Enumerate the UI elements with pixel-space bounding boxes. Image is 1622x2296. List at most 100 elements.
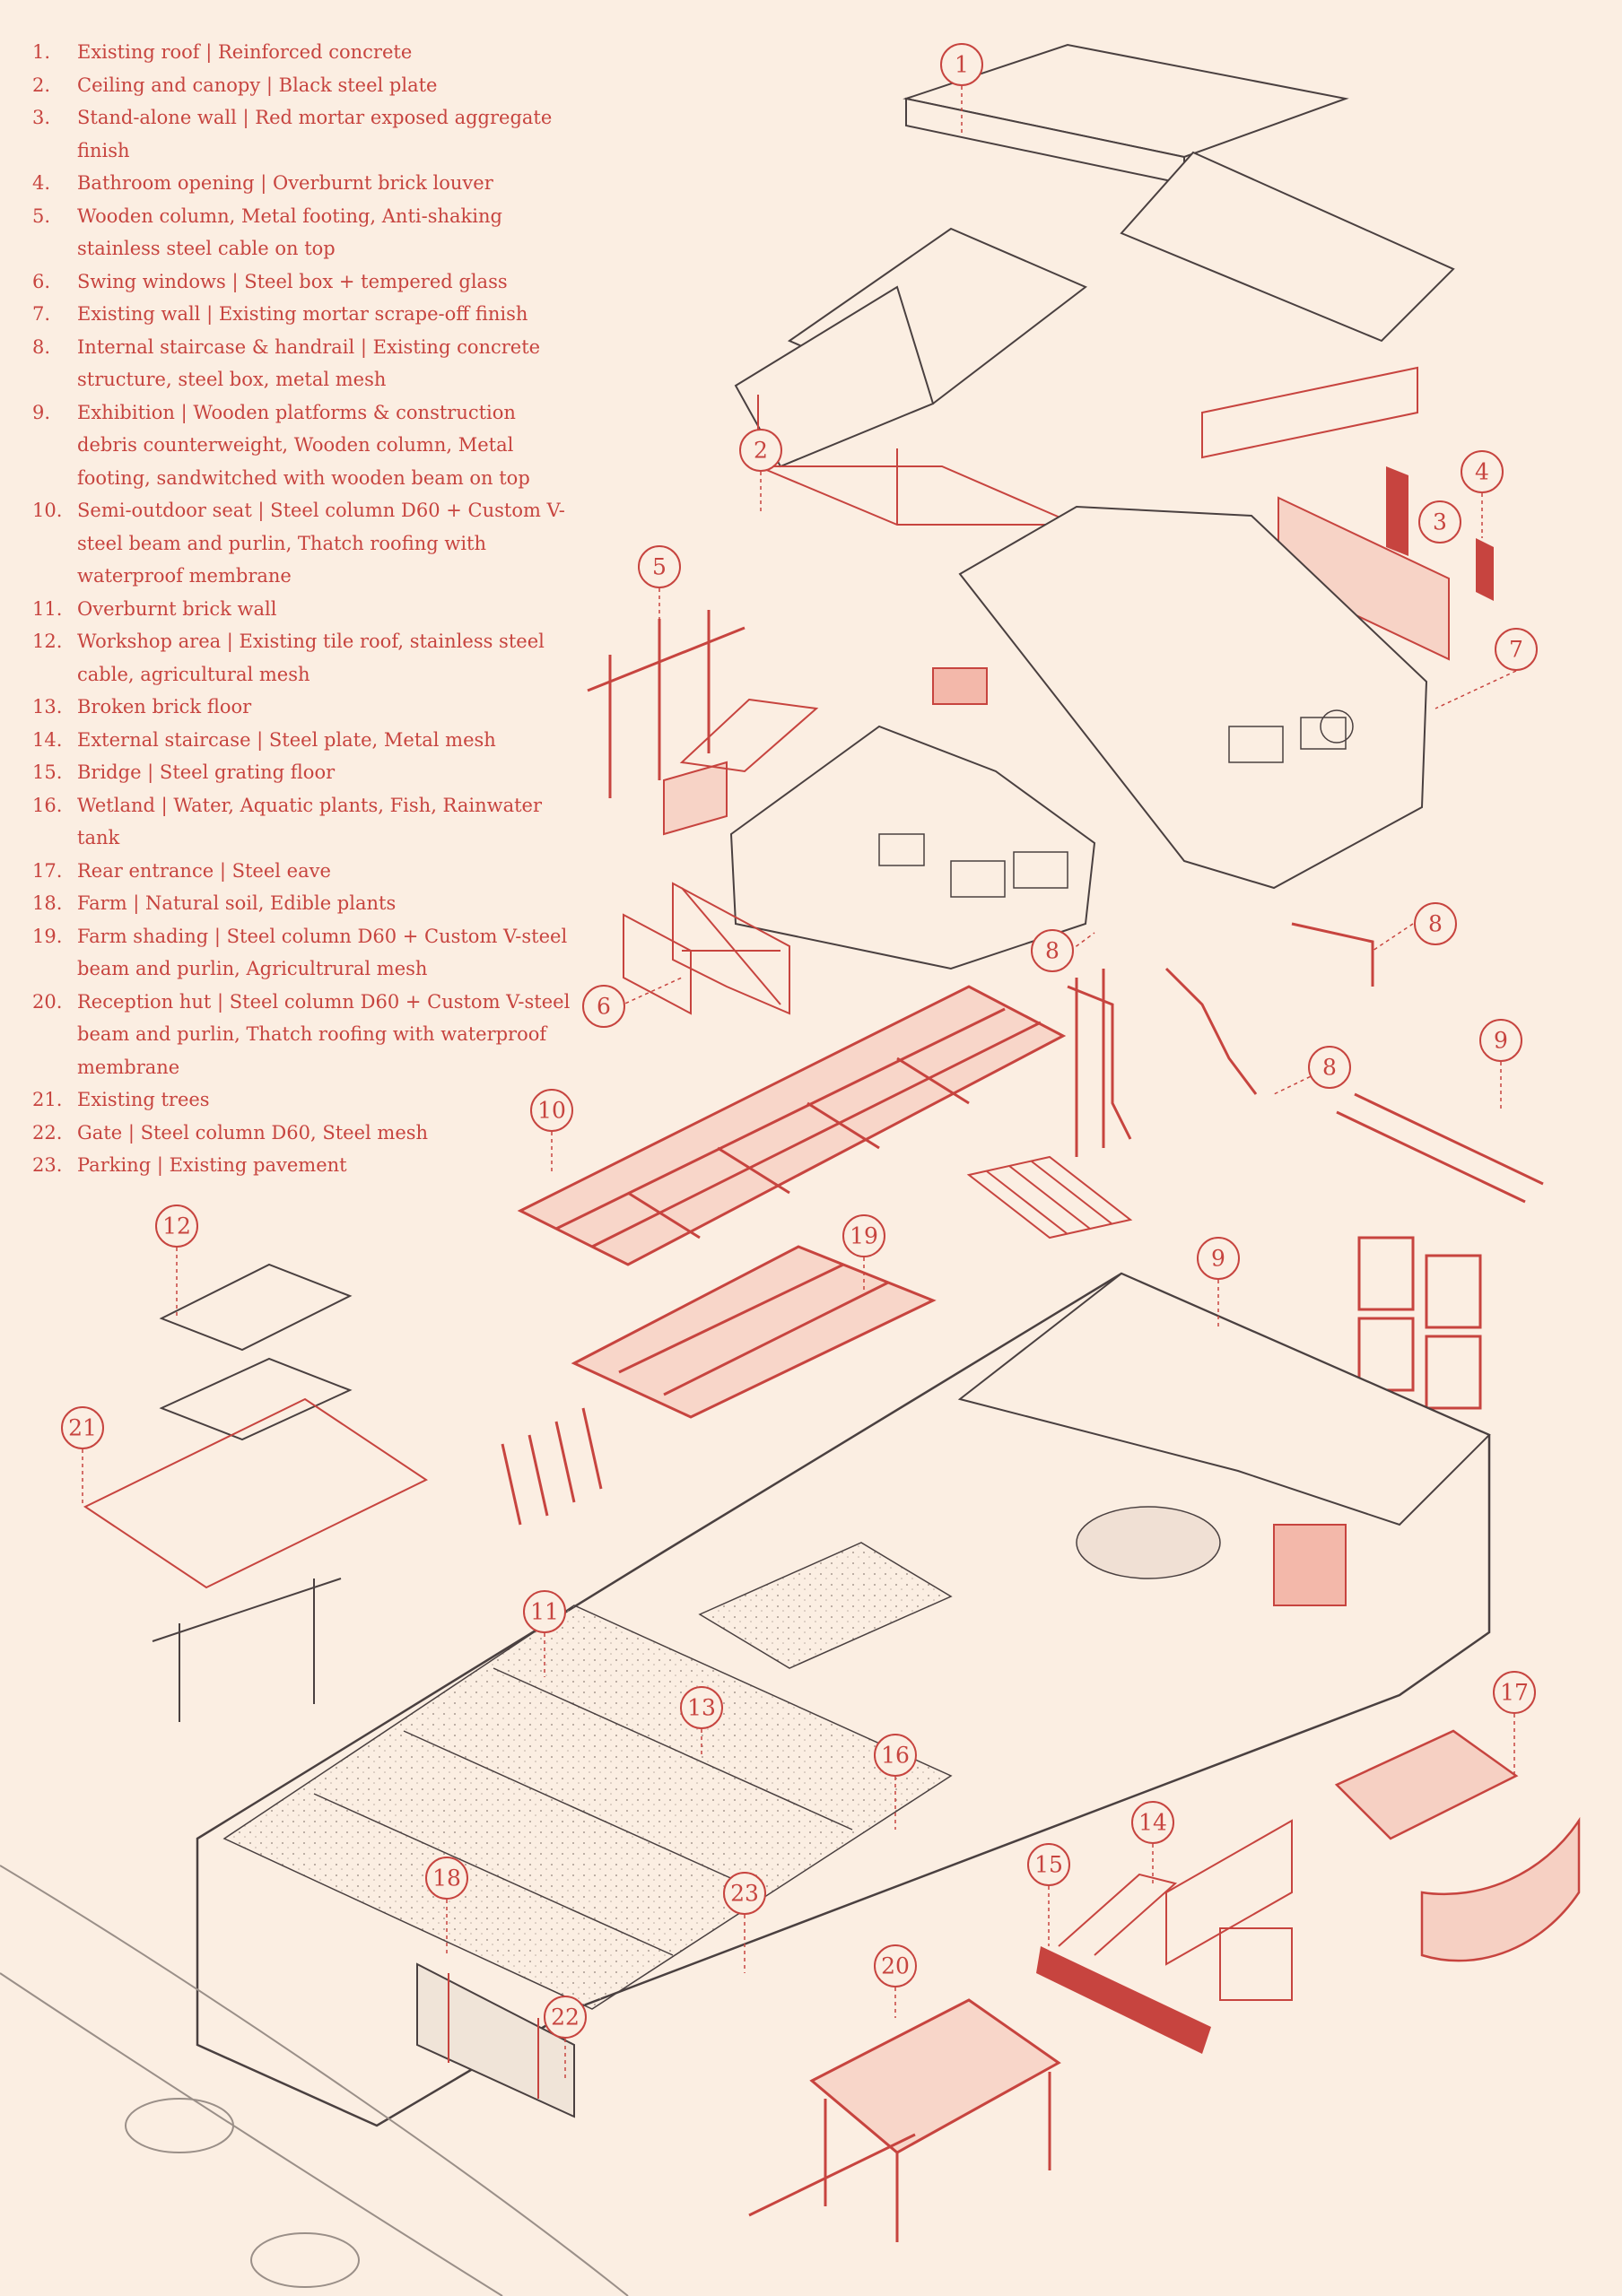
svg-text:8: 8 (1428, 911, 1443, 937)
legend-item: 20.Reception hut | Steel column D60 + Cu… (32, 986, 571, 1084)
callout-20: 20 (874, 1944, 917, 1987)
legend-item: 3.Stand-alone wall | Red mortar exposed … (32, 101, 571, 167)
callout-13: 13 (680, 1686, 723, 1729)
legend-item: 1.Existing roof | Reinforced concrete (32, 36, 571, 69)
svg-text:20: 20 (881, 1953, 910, 1979)
semi-outdoor-purlins (555, 1007, 1042, 1248)
callout-6: 6 (582, 985, 625, 1028)
callout-7: 7 (1495, 628, 1538, 671)
svg-text:19: 19 (850, 1223, 878, 1249)
legend-item-number: 13. (32, 696, 63, 718)
legend-item: 21.Existing trees (32, 1083, 571, 1117)
svg-text:8: 8 (1322, 1055, 1337, 1081)
callout-8a: 8 (1031, 929, 1074, 972)
legend-item: 4.Bathroom opening | Overburnt brick lou… (32, 167, 571, 200)
svg-text:9: 9 (1211, 1246, 1225, 1272)
legend-item-text: Rear entrance | Steel eave (77, 859, 331, 882)
callout-8b: 8 (1414, 902, 1457, 945)
legend-item-number: 3. (32, 107, 51, 128)
callout-18: 18 (425, 1857, 468, 1900)
callout-23: 23 (723, 1872, 766, 1915)
callout-1: 1 (940, 43, 983, 86)
legend-item: 10. Semi-outdoor seat | Steel column D60 … (32, 494, 571, 593)
farm-shading-beams (501, 1263, 889, 1526)
legend-item-text: Parking | Existing pavement (77, 1154, 347, 1176)
legend-item-number: 9. (32, 401, 51, 423)
legend-item: 2.Ceiling and canopy | Black steel plate (32, 69, 571, 102)
svg-text:17: 17 (1500, 1680, 1529, 1706)
legend-item-text: Broken brick floor (77, 696, 252, 718)
legend-item-text: Overburnt brick wall (77, 597, 277, 620)
legend-item-number: 6. (32, 270, 51, 292)
legend-item: 13. Broken brick floor (32, 691, 571, 724)
legend-item: 8. Internal staircase & handrail | Existi… (32, 331, 571, 396)
callout-15: 15 (1027, 1843, 1070, 1886)
exhibition-panels (1336, 1092, 1544, 1410)
gate (416, 1962, 575, 2118)
svg-text:10: 10 (537, 1098, 566, 1124)
svg-text:12: 12 (162, 1213, 191, 1239)
legend-item: 23.Parking | Existing pavement (32, 1149, 571, 1182)
workshop-area (83, 1263, 429, 1722)
callout-19: 19 (842, 1214, 885, 1257)
callout-2: 2 (739, 429, 782, 472)
svg-text:11: 11 (530, 1599, 559, 1625)
legend-item-text: Exhibition | Wooden platforms & construc… (77, 401, 530, 489)
svg-text:9: 9 (1494, 1028, 1508, 1054)
callout-21: 21 (61, 1406, 104, 1449)
legend-item-number: 8. (32, 335, 51, 358)
existing-roof (734, 43, 1455, 468)
legend-item-text: Swing windows | Steel box + tempered gla… (77, 270, 508, 292)
street (0, 1865, 629, 2296)
legend-item-number: 11. (32, 597, 63, 620)
legend-item: 9. Exhibition | Wooden platforms & constr… (32, 396, 571, 495)
svg-text:2: 2 (754, 438, 768, 464)
legend-item: 5.Wooden column, Metal footing, Anti-sha… (32, 200, 571, 265)
callout-9a: 9 (1479, 1019, 1522, 1062)
svg-text:5: 5 (652, 554, 667, 580)
svg-text:4: 4 (1475, 459, 1489, 485)
svg-text:16: 16 (881, 1743, 910, 1769)
farm-beds (222, 1605, 953, 2010)
swing-windows (623, 698, 819, 1015)
svg-text:18: 18 (432, 1866, 461, 1892)
callout-4: 4 (1461, 450, 1504, 493)
legend-item-number: 16. (32, 794, 63, 816)
callout-10: 10 (530, 1089, 573, 1132)
legend-item-number: 5. (32, 204, 51, 227)
legend-item-number: 14. (32, 728, 63, 751)
svg-text:1: 1 (955, 52, 969, 78)
bridge-frame (1165, 1819, 1293, 2001)
wooden-columns-5 (587, 610, 746, 798)
legend-item-number: 17. (32, 859, 63, 882)
ground-building (957, 1272, 1491, 1526)
callout-22: 22 (544, 1996, 587, 2039)
callout-16: 16 (874, 1734, 917, 1777)
legend-item: 18.Farm | Natural soil, Edible plants (32, 887, 571, 920)
svg-text:14: 14 (1138, 1810, 1167, 1836)
legend-item: 11. Overburnt brick wall (32, 593, 571, 626)
legend-item-text: Internal staircase & handrail | Existing… (77, 335, 541, 391)
semi-outdoor-roof (517, 985, 1067, 1266)
legend-item: 16. Wetland | Water, Aquatic plants, Fish… (32, 789, 571, 855)
svg-text:8: 8 (1045, 938, 1060, 964)
legend-item: 14. External staircase | Steel plate, Met… (32, 724, 571, 757)
legend-item-text: External staircase | Steel plate, Metal … (77, 728, 496, 751)
svg-text:7: 7 (1509, 637, 1523, 663)
internal-stairs (1067, 922, 1374, 1157)
legend-item-text: Semi-outdoor seat | Steel column D60 + C… (77, 500, 565, 587)
legend-item-text: Wetland | Water, Aquatic plants, Fish, R… (77, 794, 543, 849)
upper-floor-block (729, 505, 1428, 970)
legend-item: 19.Farm shading | Steel column D60 + Cus… (32, 920, 571, 986)
legend-item-number: 10. (32, 500, 63, 521)
legend-item-number: 12. (32, 631, 63, 652)
louver-panels (1386, 466, 1494, 601)
legend-item-number: 20. (32, 990, 63, 1013)
legend-item-text: Bridge | Steel grating floor (77, 761, 336, 783)
legend-item: 17. Rear entrance | Steel eave (32, 855, 571, 888)
pergola-grid (966, 1155, 1133, 1239)
legend-item-number: 4. (32, 172, 51, 194)
external-staircase (1036, 1873, 1211, 2054)
